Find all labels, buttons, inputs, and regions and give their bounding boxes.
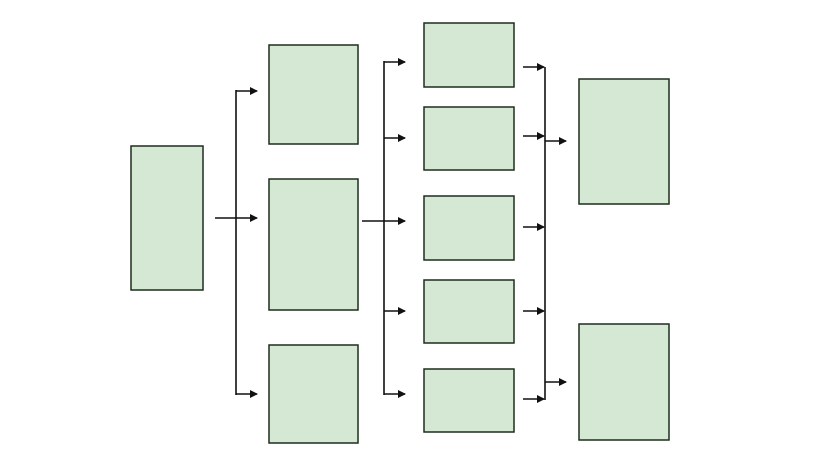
- box-n2b: [268, 178, 359, 311]
- box-n4b: [578, 323, 670, 441]
- box-n3a: [423, 22, 515, 88]
- box-n3d: [423, 279, 515, 344]
- box-n2c: [268, 344, 359, 444]
- box-n3b: [423, 106, 515, 171]
- box-n3e: [423, 368, 515, 433]
- box-n3c: [423, 195, 515, 261]
- box-n1: [130, 145, 204, 291]
- box-n2a: [268, 44, 359, 145]
- connectors: [215, 58, 567, 403]
- box-n4a: [578, 78, 670, 205]
- boxes: [130, 22, 670, 444]
